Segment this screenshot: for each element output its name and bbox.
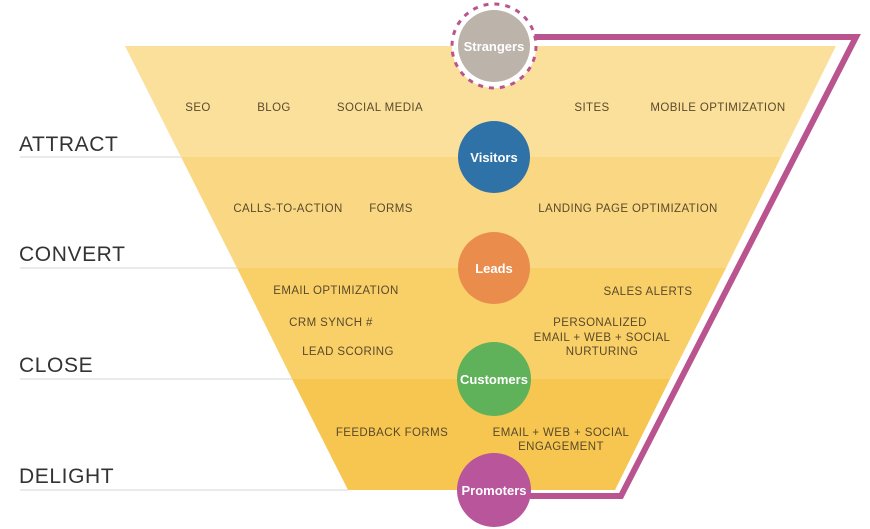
funnel-band-convert bbox=[181, 157, 781, 268]
tactic-mobile-optimization: MOBILE OPTIMIZATION bbox=[650, 102, 785, 114]
svg-text:Leads: Leads bbox=[475, 261, 513, 276]
stage-label-close: CLOSE bbox=[19, 354, 93, 377]
tactic-blog: BLOG bbox=[257, 102, 291, 114]
tactic-sites: SITES bbox=[574, 102, 609, 114]
svg-text:Customers: Customers bbox=[460, 372, 528, 387]
circle-strangers: Strangers bbox=[450, 2, 538, 90]
funnel-band-close bbox=[237, 268, 726, 379]
tactic-landing-page-optimization: LANDING PAGE OPTIMIZATION bbox=[538, 203, 718, 215]
circle-customers: Customers bbox=[457, 342, 531, 416]
tactic-email-optimization: EMAIL OPTIMIZATION bbox=[273, 285, 398, 297]
svg-text:Promoters: Promoters bbox=[461, 483, 526, 498]
funnel-band-attract bbox=[125, 46, 836, 157]
tactic-lead-scoring: LEAD SCORING bbox=[302, 346, 394, 358]
stage-label-convert: CONVERT bbox=[19, 243, 126, 266]
circle-promoters: Promoters bbox=[457, 453, 531, 527]
tactic-crm-synch: CRM SYNCH # bbox=[289, 317, 373, 329]
tactic-engagement: ENGAGEMENT bbox=[518, 441, 604, 453]
stage-label-attract: ATTRACT bbox=[19, 133, 118, 156]
circle-visitors: Visitors bbox=[458, 121, 530, 193]
tactic-email-web-social-engagement: EMAIL + WEB + SOCIAL bbox=[493, 427, 630, 439]
circle-leads: Leads bbox=[458, 232, 530, 304]
stage-label-delight: DELIGHT bbox=[19, 465, 114, 488]
tactic-nurturing: NURTURING bbox=[566, 346, 638, 358]
tactic-seo: SEO bbox=[185, 102, 211, 114]
tactic-calls-to-action: CALLS-TO-ACTION bbox=[233, 203, 342, 215]
tactic-email-web-social: EMAIL + WEB + SOCIAL bbox=[534, 332, 671, 344]
tactic-social-media: SOCIAL MEDIA bbox=[337, 102, 423, 114]
lifecycle-loop-line bbox=[530, 34, 861, 499]
tactic-forms: FORMS bbox=[369, 203, 413, 215]
tactic-sales-alerts: SALES ALERTS bbox=[604, 286, 693, 298]
tactic-feedback-forms: FEEDBACK FORMS bbox=[336, 427, 448, 439]
funnel-band-delight bbox=[292, 379, 670, 490]
svg-text:Visitors: Visitors bbox=[470, 150, 517, 165]
svg-text:Strangers: Strangers bbox=[464, 39, 525, 54]
tactic-personalized: PERSONALIZED bbox=[553, 317, 647, 329]
